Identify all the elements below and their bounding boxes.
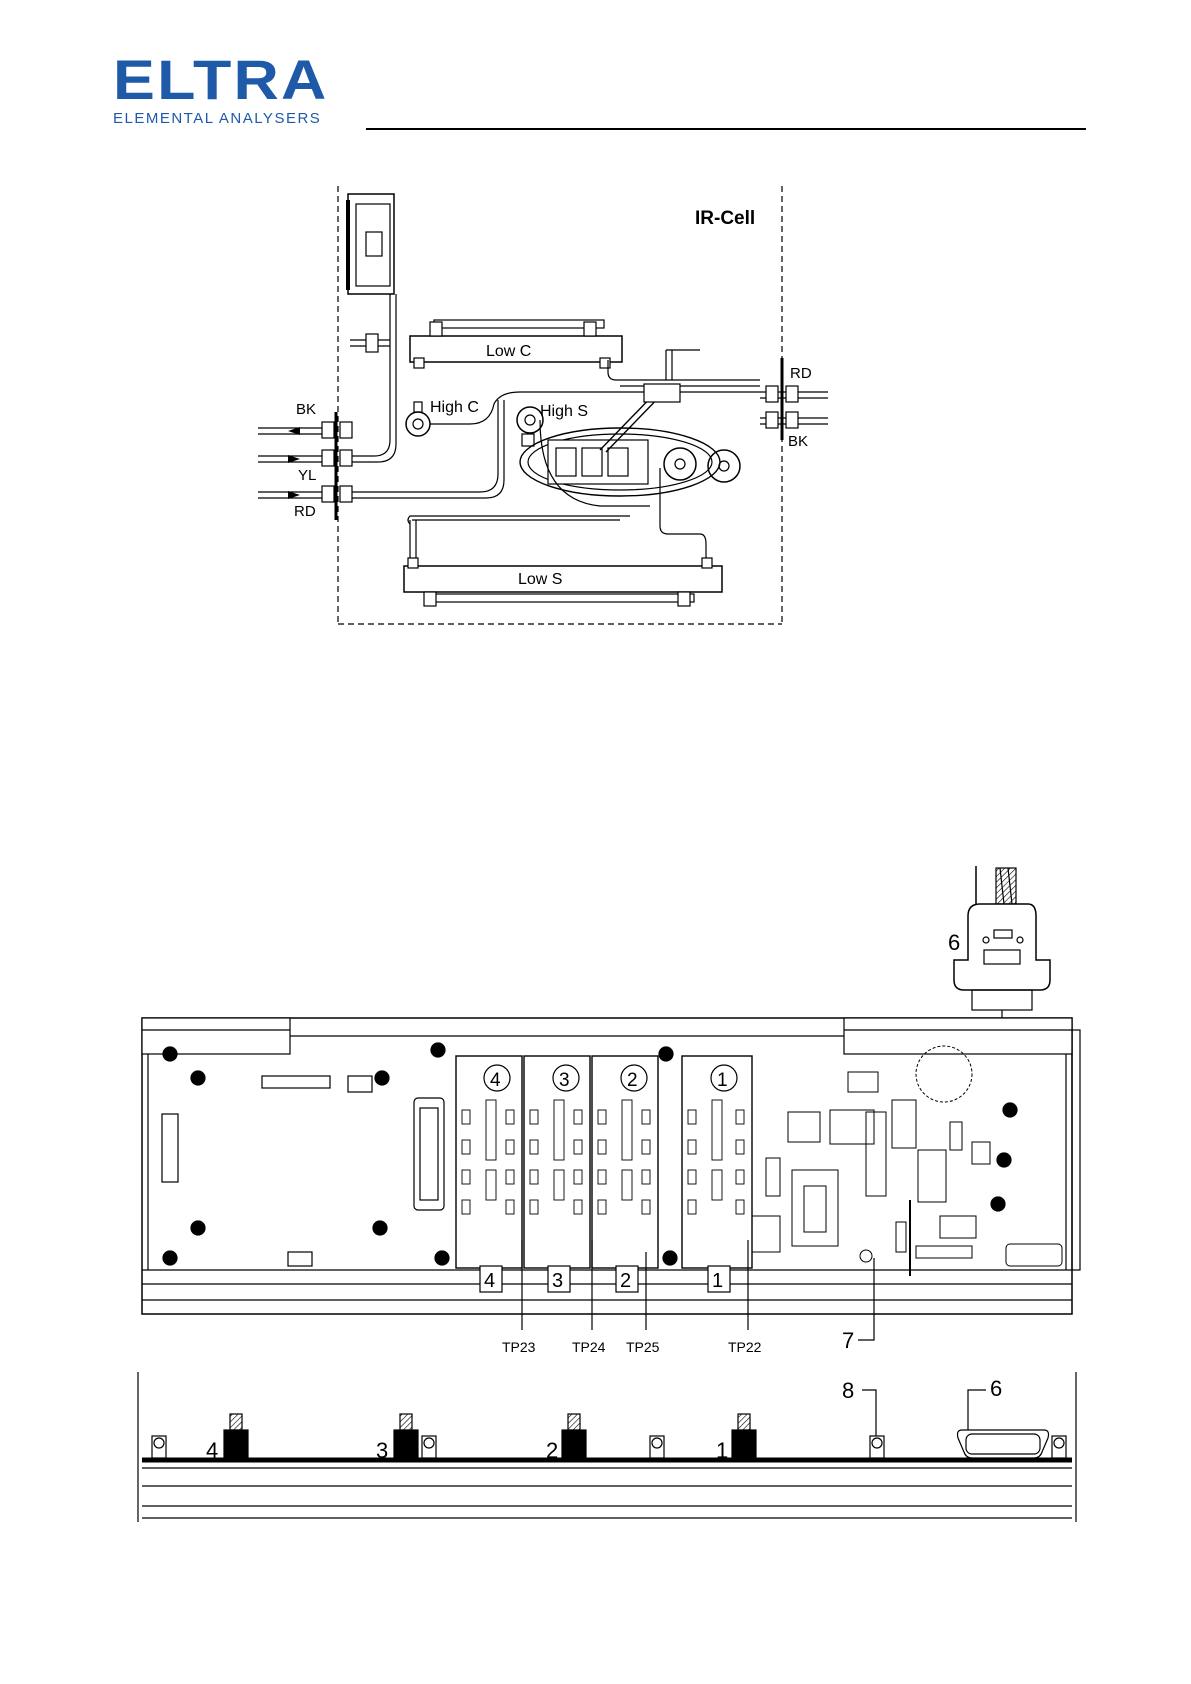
slot-tab-2: 2 xyxy=(620,1270,631,1292)
sub-d-cable-plug xyxy=(954,866,1050,1040)
test-point-tp22: TP22 xyxy=(728,1339,762,1355)
bk-left-label: BK xyxy=(296,401,316,418)
bottom-number-2: 2 xyxy=(546,1438,558,1463)
low-c-label: Low C xyxy=(486,343,531,360)
slot-number-3: 3 xyxy=(559,1070,570,1091)
rd-right-label: RD xyxy=(790,365,812,382)
slot-number-2: 2 xyxy=(627,1070,638,1091)
rd-left-label: RD xyxy=(294,503,316,520)
bottom-view xyxy=(138,1372,1076,1522)
test-point-tp25: TP25 xyxy=(626,1339,660,1355)
slot-tab-1: 1 xyxy=(712,1270,723,1292)
slot-tab-4: 4 xyxy=(484,1270,495,1292)
power-module xyxy=(348,194,394,294)
power-electronics xyxy=(752,1046,1062,1276)
bottom-number-1: 1 xyxy=(716,1438,728,1463)
callout-7: 7 xyxy=(842,1328,854,1353)
bottom-number-3: 3 xyxy=(376,1438,388,1463)
slot-number-1: 1 xyxy=(717,1070,728,1091)
slot-tab-3: 3 xyxy=(552,1270,563,1292)
bk-right-label: BK xyxy=(788,433,808,450)
high-c-label: High C xyxy=(430,399,479,416)
high-s-label: High S xyxy=(540,403,588,420)
cable-callout-6: 6 xyxy=(948,930,960,955)
bottom-number-4: 4 xyxy=(206,1438,218,1463)
low-s-cell xyxy=(404,558,722,606)
test-point-tp24: TP24 xyxy=(572,1339,606,1355)
ir-cell-title: IR-Cell xyxy=(695,208,755,229)
board-diagram xyxy=(138,866,1080,1522)
high-c-sensor xyxy=(406,402,430,436)
callout-6-socket: 6 xyxy=(990,1376,1002,1401)
yl-left-label: YL xyxy=(298,467,316,484)
low-s-label: Low S xyxy=(518,571,562,588)
slot-number-4: 4 xyxy=(490,1070,501,1091)
test-point-tp23: TP23 xyxy=(502,1339,536,1355)
callout-8: 8 xyxy=(842,1378,854,1403)
